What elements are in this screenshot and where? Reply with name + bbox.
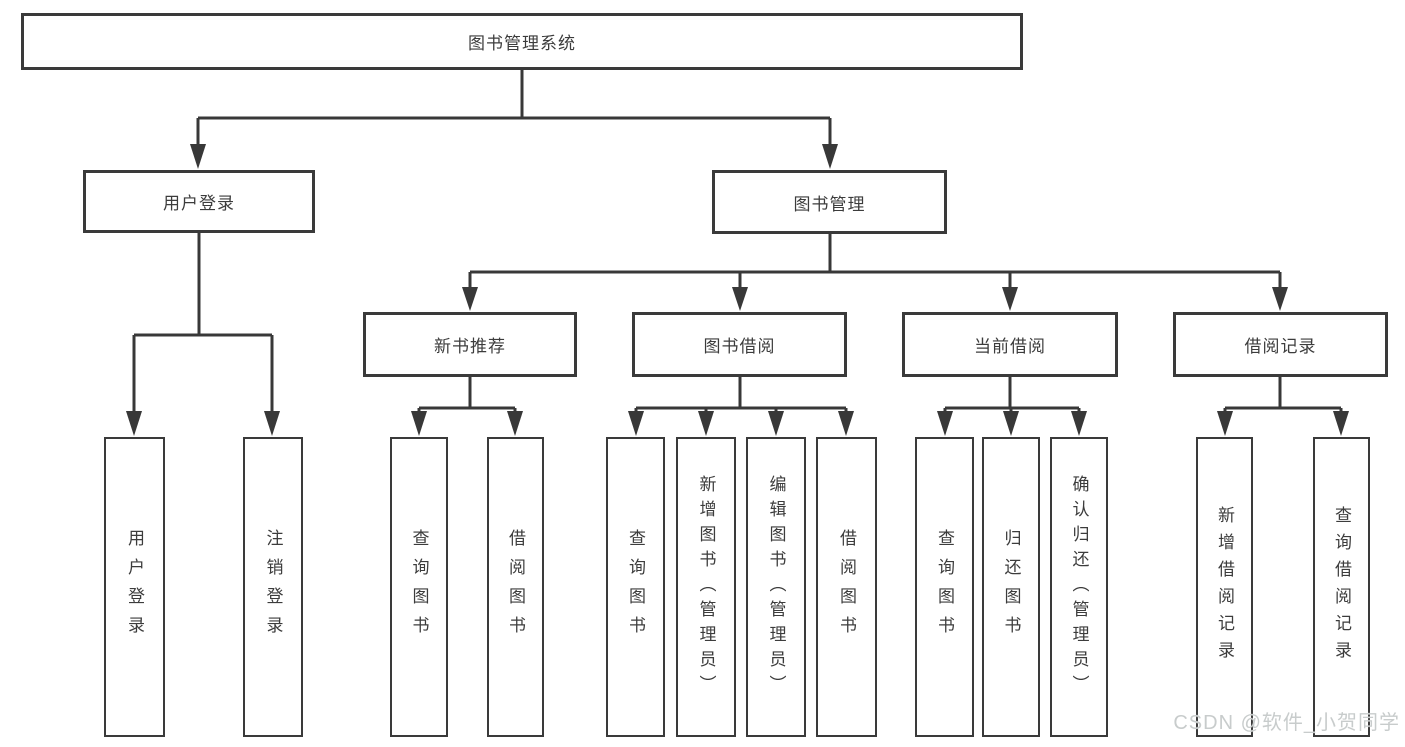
node-root: 图书管理系统 [21,13,1023,70]
node-new-book-recommend: 新书推荐 [363,312,577,377]
node-current-borrowing-label: 当前借阅 [974,337,1046,356]
leaf-records-add-label: 新增借阅记录 [1215,506,1234,668]
node-borrowing-records: 借阅记录 [1173,312,1388,377]
leaf-newbooks-borrow: 借阅图书 [487,437,544,737]
node-book-management: 图书管理 [712,170,947,234]
leaf-current-query: 查询图书 [915,437,974,737]
node-user-login: 用户登录 [83,170,315,233]
leaf-current-return: 归还图书 [982,437,1040,737]
leaf-newbooks-borrow-label: 借阅图书 [506,529,525,645]
leaf-newbooks-query-label: 查询图书 [409,529,429,645]
node-new-book-recommend-label: 新书推荐 [434,337,506,356]
leaf-records-query-label: 查询借阅记录 [1332,506,1351,668]
node-book-borrowing-label: 图书借阅 [703,337,776,356]
leaf-borrowing-edit-admin-label: 编辑图书（管理员） [766,474,786,700]
leaf-current-confirm-admin-label: 确认归还（管理员） [1069,474,1089,700]
leaf-user-login-label: 用户登录 [125,529,144,645]
node-borrowing-records-label: 借阅记录 [1244,337,1317,356]
leaf-current-return-label: 归还图书 [1001,529,1021,645]
leaf-logout: 注销登录 [243,437,303,737]
leaf-records-add: 新增借阅记录 [1196,437,1253,737]
node-user-login-label: 用户登录 [163,194,235,213]
leaf-borrowing-add-admin-label: 新增图书（管理员） [696,474,716,700]
leaf-logout-label: 注销登录 [263,529,283,645]
leaf-newbooks-query: 查询图书 [390,437,448,737]
leaf-borrowing-edit-admin: 编辑图书（管理员） [746,437,806,737]
node-root-label: 图书管理系统 [468,34,576,53]
leaf-borrowing-query: 查询图书 [606,437,665,737]
node-book-management-label: 图书管理 [793,194,866,214]
node-book-borrowing: 图书借阅 [632,312,847,377]
leaf-borrowing-add-admin: 新增图书（管理员） [676,437,736,737]
leaf-user-login: 用户登录 [104,437,165,737]
leaf-borrowing-borrow-label: 借阅图书 [837,529,856,645]
leaf-borrowing-query-label: 查询图书 [626,529,645,645]
csdn-watermark: CSDN @软件_小贺同学 [1173,712,1400,734]
leaf-current-query-label: 查询图书 [935,529,954,645]
leaf-records-query: 查询借阅记录 [1313,437,1370,737]
leaf-current-confirm-admin: 确认归还（管理员） [1050,437,1108,737]
leaf-borrowing-borrow: 借阅图书 [816,437,877,737]
node-current-borrowing: 当前借阅 [902,312,1118,377]
